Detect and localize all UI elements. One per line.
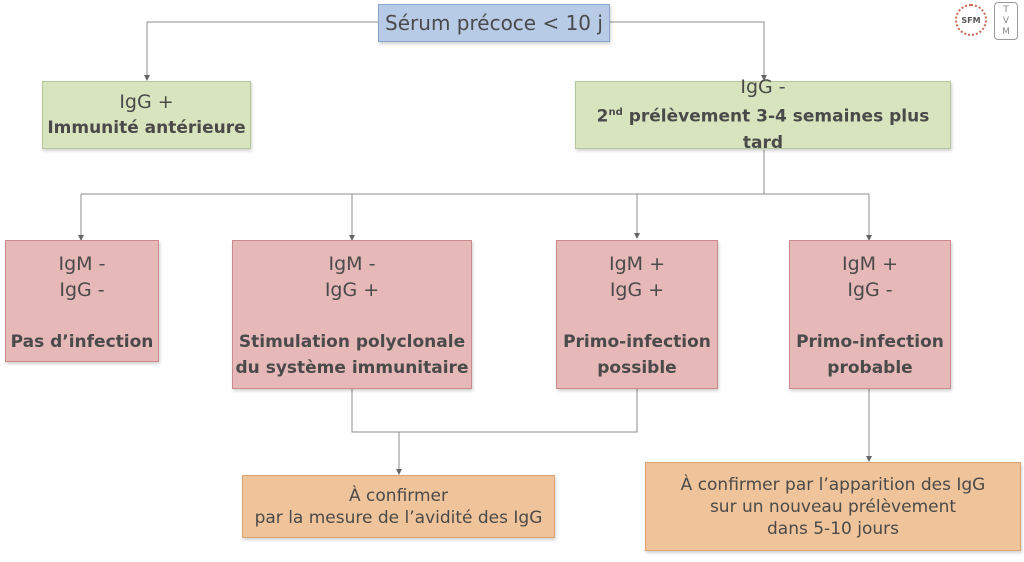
- tvm-logo: T V M: [994, 2, 1018, 40]
- node-line: À confirmer: [349, 485, 448, 506]
- node-conclusion: probable: [827, 358, 913, 378]
- node-conclusion: Stimulation polyclonale: [238, 332, 466, 352]
- node-result-3: IgM + IgG + Primo-infection possible: [556, 240, 718, 389]
- connector-root-left: [144, 21, 378, 81]
- node-line: sur un nouveau prélèvement: [709, 496, 957, 517]
- node-igm: IgM -: [58, 253, 106, 275]
- tvm-letter: T: [1003, 4, 1009, 15]
- connector-root-right: [610, 21, 767, 81]
- root-node: Sérum précoce < 10 j: [378, 4, 610, 42]
- node-line: dans 5-10 jours: [767, 518, 899, 539]
- node-line2-rest: prélèvement 3-4 semaines plus tard: [622, 106, 930, 153]
- node-igg: IgG +: [324, 279, 380, 301]
- node-line2: Immunité antérieure: [47, 118, 246, 138]
- tvm-letter: M: [1002, 26, 1010, 37]
- node-igm: IgM +: [608, 253, 666, 275]
- node-line2-sup: nd: [608, 107, 623, 119]
- node-result-2: IgM - IgG + Stimulation polyclonale du s…: [232, 240, 472, 389]
- node-line2: 2nd prélèvement 3-4 semaines plus tard: [576, 100, 950, 156]
- node-igg-positive: IgG + Immunité antérieure: [42, 81, 251, 149]
- node-conclusion: Primo-infection: [563, 332, 711, 352]
- node-igm: IgM +: [841, 253, 899, 275]
- node-igm: IgM -: [328, 253, 376, 275]
- tvm-letter: V: [1002, 15, 1010, 26]
- node-line1: IgG +: [119, 91, 174, 113]
- node-line: par la mesure de l’avidité des IgG: [254, 507, 543, 528]
- root-label: Sérum précoce < 10 j: [385, 11, 603, 35]
- node-conclusion: du système immunitaire: [235, 358, 469, 378]
- node-igg: IgG -: [847, 279, 893, 301]
- node-result-4: IgM + IgG - Primo-infection probable: [789, 240, 951, 389]
- node-igg: IgG +: [609, 279, 665, 301]
- node-confirm-avidity: À confirmer par la mesure de l’avidité d…: [242, 475, 555, 538]
- node-conclusion: Pas d’infection: [10, 332, 154, 352]
- connector-l2-merge: [351, 389, 638, 433]
- node-line: À confirmer par l’apparition des IgG: [680, 474, 986, 495]
- connector-level1-down: [81, 150, 765, 195]
- node-line1: IgG -: [740, 76, 786, 99]
- node-confirm-igg-appearance: À confirmer par l’apparition des IgG sur…: [645, 462, 1021, 551]
- sfm-logo-text: SFM: [961, 15, 981, 25]
- node-igg-negative: IgG - 2nd prélèvement 3-4 semaines plus …: [575, 76, 951, 153]
- node-igg: IgG -: [59, 279, 105, 301]
- sfm-logo: SFM: [955, 4, 987, 36]
- node-conclusion: Primo-infection: [796, 332, 944, 352]
- node-line2-prefix: 2: [596, 106, 609, 127]
- node-conclusion: possible: [597, 358, 677, 378]
- node-result-1: IgM - IgG - Pas d’infection: [5, 240, 159, 362]
